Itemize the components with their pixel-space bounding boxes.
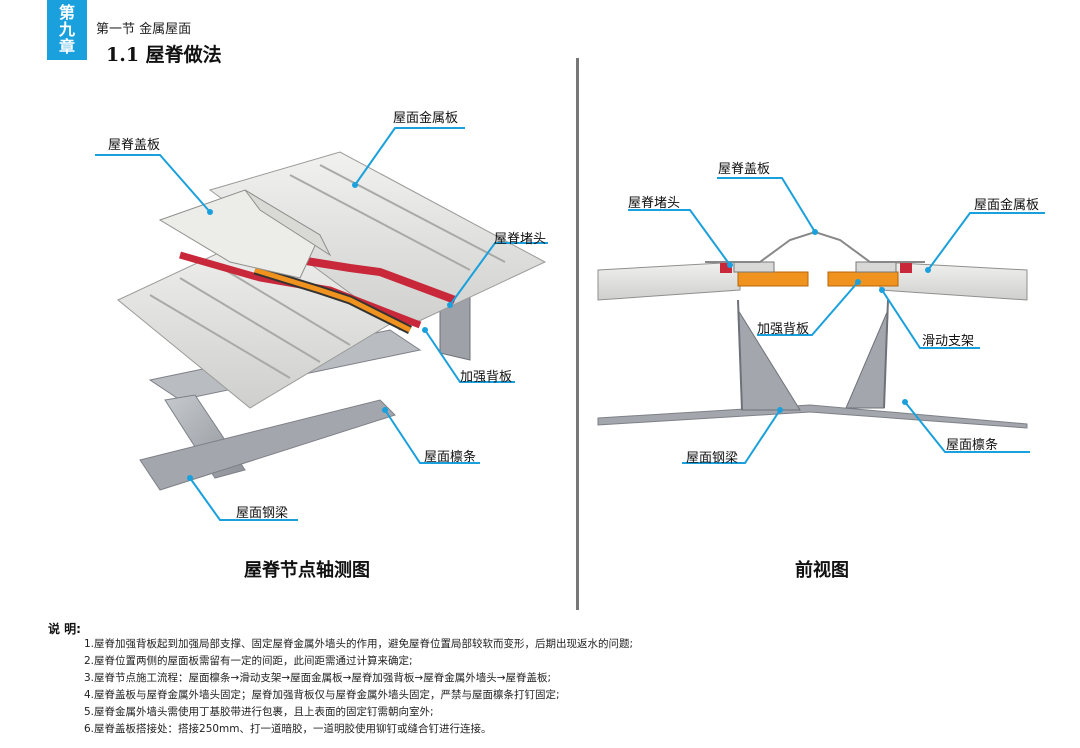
label-purlin: 屋面檩条 bbox=[424, 450, 477, 465]
reinforcing-backplate bbox=[254, 267, 412, 333]
axonometric-view bbox=[117, 151, 547, 491]
front-view bbox=[597, 230, 1028, 429]
front-label-roof-metal-panel: 屋面金属板 bbox=[974, 198, 1040, 213]
leader-lines bbox=[95, 127, 1045, 521]
sealant-strip-right bbox=[299, 256, 457, 304]
vertical-divider bbox=[576, 58, 579, 610]
front-purlin bbox=[597, 404, 1028, 429]
note-item: 5.屋脊金属外墙头需使用丁基胶带进行包裹，且上表面的固定钉需朝向室外; bbox=[84, 706, 434, 718]
chapter-char-2: 九 bbox=[58, 20, 75, 39]
front-label-ridge-end-cap: 屋脊堵头 bbox=[628, 196, 681, 211]
label-steel-beam: 屋面钢梁 bbox=[236, 506, 289, 521]
notes-title: 说 明: bbox=[48, 622, 81, 636]
front-label-sliding-bracket: 滑动支架 bbox=[922, 334, 975, 349]
label-ridge-cover: 屋脊盖板 bbox=[108, 138, 161, 153]
chapter-char-1: 第 bbox=[58, 3, 75, 22]
roof-panel-right bbox=[208, 151, 547, 331]
notes-list: 1.屋脊加强背板起到加强局部支撑、固定屋脊金属外墙头的作用，避免屋脊位置局部较软… bbox=[84, 636, 633, 738]
note-item: 2.屋脊位置两侧的屋面板需留有一定的间距，此间距需通过计算来确定; bbox=[84, 655, 413, 667]
caption-front-view: 前视图 bbox=[795, 560, 849, 581]
front-ridge-cover bbox=[705, 230, 925, 263]
section-label: 第一节 金属屋面 bbox=[96, 22, 192, 37]
front-label-purlin: 屋面檩条 bbox=[946, 438, 999, 453]
front-roof-panel-left bbox=[597, 261, 741, 301]
chapter-tab: 第 九 章 bbox=[47, 0, 87, 60]
caption-axonometric: 屋脊节点轴测图 bbox=[244, 560, 370, 581]
label-reinforcing-back-plate: 加强背板 bbox=[460, 370, 513, 385]
note-item: 3.屋脊节点施工流程：屋面檩条→滑动支架→屋面金属板→屋脊加强背板→屋脊金属外墙… bbox=[84, 672, 552, 684]
label-roof-metal-panel: 屋面金属板 bbox=[393, 111, 459, 126]
note-item: 6.屋脊盖板搭接处：搭接250mm、打一道暗胶，一道明胶使用铆钉或缝合钉进行连接… bbox=[84, 723, 492, 735]
note-item: 1.屋脊加强背板起到加强局部支撑、固定屋脊金属外墙头的作用，避免屋脊位置局部较软… bbox=[84, 638, 634, 650]
front-label-ridge-cover: 屋脊盖板 bbox=[718, 162, 771, 177]
page-title: 1.1 屋脊做法 bbox=[106, 44, 222, 66]
front-support-right bbox=[845, 309, 889, 409]
label-ridge-end-cap: 屋脊堵头 bbox=[494, 232, 547, 247]
note-item: 4.屋脊盖板与屋脊金属外墙头固定；屋脊加强背板仅与屋脊金属外墙头固定，严禁与屋面… bbox=[84, 689, 560, 701]
chapter-char-3: 章 bbox=[58, 37, 75, 56]
front-label-steel-beam: 屋面钢梁 bbox=[686, 451, 739, 466]
steel-beam-bottom-flange bbox=[139, 399, 396, 491]
front-backplate-left bbox=[737, 271, 809, 287]
front-label-reinforcing-back-plate: 加强背板 bbox=[757, 322, 810, 337]
front-backplate-right bbox=[827, 271, 899, 287]
